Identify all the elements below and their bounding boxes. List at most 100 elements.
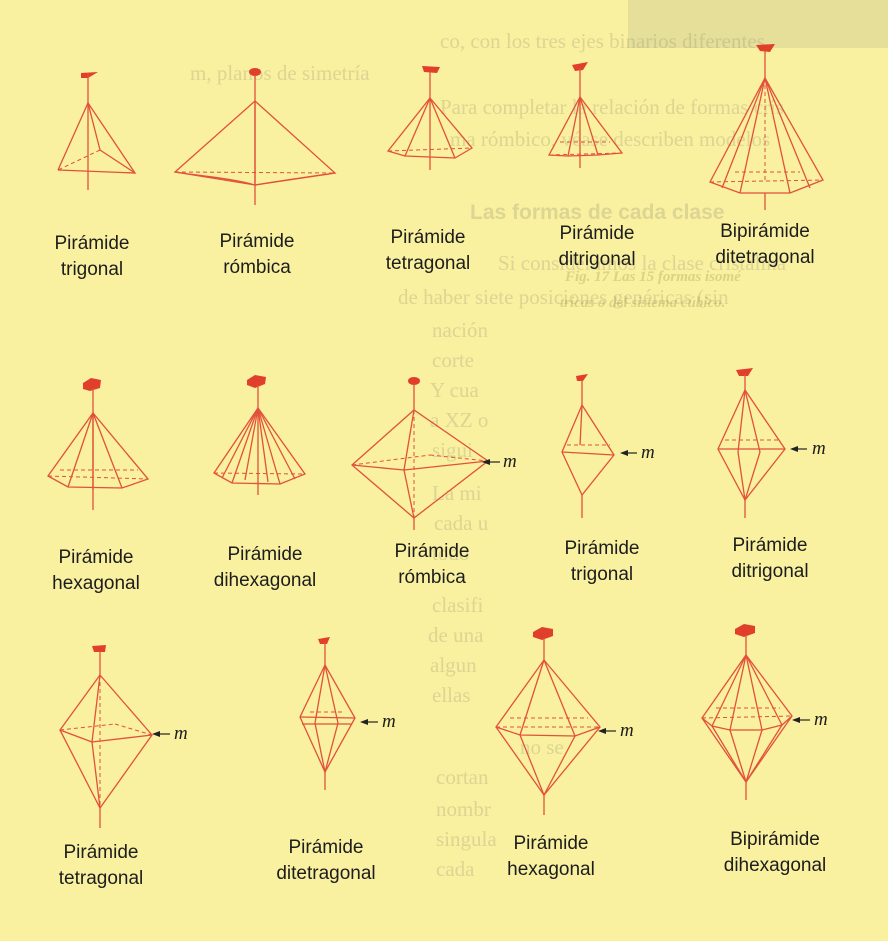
bipyramid-trigonal-figure (561, 374, 637, 518)
figure-caption: Pirámide tetragonal (59, 840, 144, 892)
caption-line: tetragonal (58, 868, 144, 889)
caption-line: trigonal (60, 259, 124, 280)
caption-line: Pirámide (219, 231, 295, 252)
caption-line: Pirámide (63, 842, 139, 863)
caption-line: Pirámide (390, 227, 466, 248)
figure-caption: Pirámide rómbica (395, 539, 470, 591)
figure-caption: Pirámide rómbica (220, 229, 295, 281)
background-text: Y cua (430, 378, 479, 402)
background-text: singula (436, 827, 497, 851)
background-text: de una (428, 623, 484, 647)
ellipse-symbol (249, 68, 261, 76)
mirror-plane-label: m (503, 451, 517, 472)
background-text: co, con los tres ejes binarios diferente… (440, 29, 765, 53)
flag-symbol (736, 368, 753, 376)
caption-line: dihexagonal (723, 855, 827, 876)
figure-caption: Pirámide trigonal (55, 231, 130, 283)
caption-line: ditetragonal (276, 863, 376, 884)
pyramid-ditrigonal-figure (547, 62, 624, 168)
bipyramid-ditetragonal-figure (299, 637, 378, 790)
background-text: Si consideramos la clase cristalina (498, 251, 787, 275)
rect-symbol (422, 66, 440, 73)
background-text: cortan (436, 765, 489, 789)
background-text: algun (430, 653, 477, 677)
hexagon-symbol (533, 627, 553, 640)
caption-line: rómbica (223, 257, 291, 278)
caption-line: hexagonal (507, 859, 595, 880)
caption-line: Bipirámide (730, 829, 820, 850)
background-text: ma rómbico, véase describen modelos (450, 127, 771, 151)
mirror-plane-label: m (620, 720, 634, 741)
pyramid-trigonal-figure (57, 72, 137, 190)
mirror-plane-label: m (641, 442, 655, 463)
mirror-plane-label: m (814, 709, 828, 730)
background-text: nación (432, 318, 488, 342)
caption-line: Pirámide (394, 541, 470, 562)
background-text: de haber siete posiciones genéricas (sin (398, 285, 729, 309)
caption-line: Pirámide (227, 544, 303, 565)
bipyramid-tetragonal-figure (59, 645, 170, 828)
bipyramid-ditetragonal-top-figure (709, 44, 824, 210)
figure-caption: Pirámide hexagonal (52, 545, 140, 597)
background-text: corte (432, 348, 474, 372)
hexagon-symbol (735, 624, 755, 637)
caption-line: ditrigonal (731, 561, 809, 582)
caption-line: rómbica (398, 567, 466, 588)
caption-line: Pirámide (58, 547, 134, 568)
caption-line: Pirámide (559, 223, 635, 244)
ellipse-symbol (408, 377, 420, 385)
flag-symbol (81, 72, 98, 78)
background-text: todo (432, 541, 470, 565)
figure-caption: Pirámide tetragonal (386, 225, 471, 277)
mirror-plane-label: m (382, 711, 396, 732)
mirror-plane-label: m (812, 438, 826, 459)
caption-line: Pirámide (288, 837, 364, 858)
hexagon-symbol (83, 378, 101, 391)
caption-line: tetragonal (385, 253, 471, 274)
background-text: cada (436, 857, 475, 881)
background-text: no se (520, 735, 564, 759)
background-caption: tricas o del sistema cúbico. (560, 295, 726, 311)
flag-symbol (318, 637, 330, 644)
figure-caption: Pirámide trigonal (565, 536, 640, 588)
caption-line: ditrigonal (558, 249, 636, 270)
rect-symbol (92, 645, 106, 652)
background-text: Para completar la relación de formas cri… (440, 95, 785, 119)
flag-symbol (576, 374, 588, 381)
bipyramid-rhombic-figure (351, 377, 500, 530)
hexagon-symbol (247, 375, 266, 388)
caption-line: dihexagonal (213, 570, 317, 591)
background-text: sigui (432, 438, 473, 462)
background-text: cada u (434, 511, 489, 535)
flag-symbol (572, 62, 588, 71)
caption-line: Pirámide (732, 535, 808, 556)
background-text: nombr (436, 797, 491, 821)
pyramid-dihexagonal-figure (213, 375, 307, 495)
background-caption: Fig. 17 Las 15 formas isomé (565, 269, 741, 285)
caption-line: hexagonal (52, 573, 140, 594)
caption-line: Pirámide (564, 538, 640, 559)
bipyramid-dihexagonal-figure (701, 624, 810, 800)
mirror-plane-label: m (174, 723, 188, 744)
figure-caption: Bipirámide ditetragonal (715, 219, 814, 271)
figure-caption: Pirámide dihexagonal (214, 542, 316, 594)
pyramid-rhombic-figure (173, 68, 337, 205)
bipyramid-hexagonal-figure (495, 627, 616, 815)
rect-symbol (756, 44, 775, 52)
pyramid-tetragonal-figure (386, 66, 473, 170)
figure-caption: Bipirámide dihexagonal (724, 827, 826, 879)
caption-line: Pirámide (513, 833, 589, 854)
background-text: ellas (432, 683, 471, 707)
caption-line: Pirámide (54, 233, 130, 254)
background-text: m, planos de simetría (190, 61, 370, 85)
background-text: clasifi (432, 593, 484, 617)
caption-line: trigonal (570, 564, 634, 585)
bipyramid-ditrigonal-figure (717, 368, 807, 518)
background-figure-box (628, 0, 888, 48)
figure-caption: Pirámide ditrigonal (558, 221, 635, 273)
caption-line: Bipirámide (720, 221, 810, 242)
pyramid-hexagonal-figure (47, 378, 150, 510)
figure-caption: Pirámide hexagonal (507, 831, 595, 883)
